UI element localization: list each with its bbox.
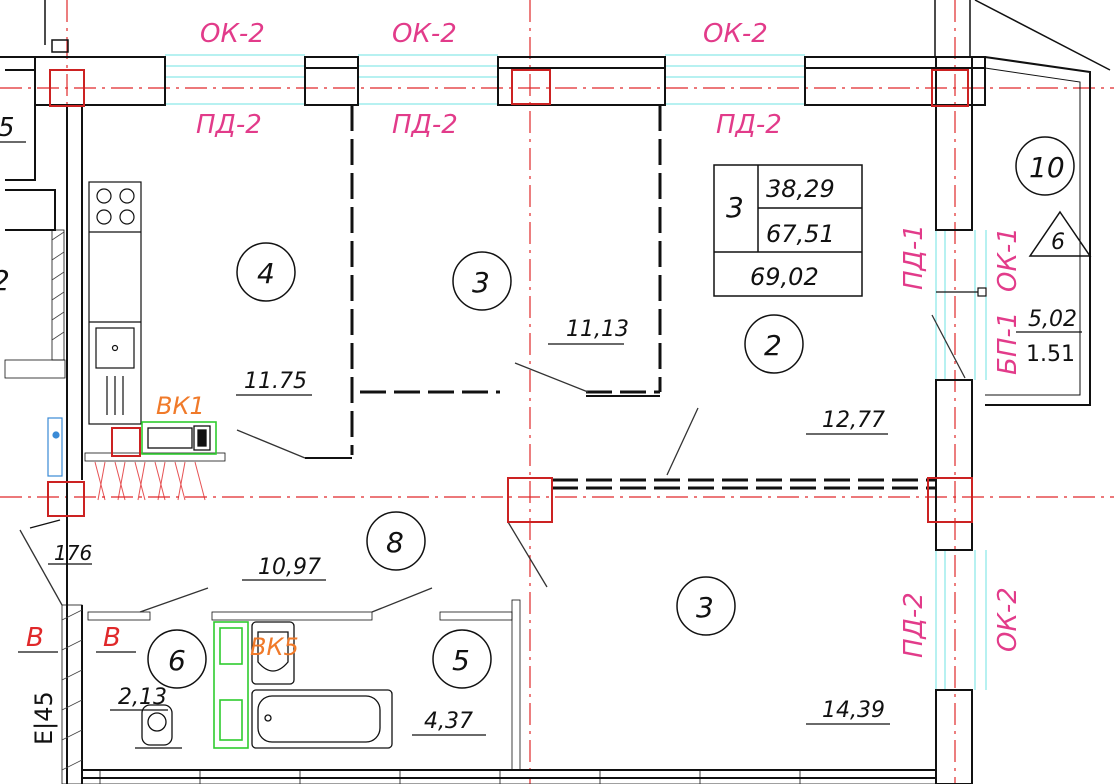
room-3-area: 11,13 xyxy=(566,317,629,342)
label-pd2-b: ПД-2 xyxy=(392,110,458,140)
bottom-strip xyxy=(81,769,937,784)
room-4-area: 11.75 xyxy=(244,369,307,394)
riser-bk5: ВК5 xyxy=(250,633,299,661)
table-total-area: 67,51 xyxy=(766,220,835,248)
partition-ends xyxy=(305,395,660,459)
room-markers xyxy=(147,136,1092,689)
opening-labels: ОК-2 ОК-2 ОК-2 ПД-2 ПД-2 ПД-2 ПД-1 ОК-1 … xyxy=(196,19,1023,658)
label-ok2-right: ОК-2 xyxy=(993,587,1023,652)
axis-label-v2: В xyxy=(103,623,121,653)
label-ok1: ОК-1 xyxy=(993,227,1023,292)
columns xyxy=(47,69,973,523)
room-10-area-bottom: 1.51 xyxy=(1026,342,1075,367)
room-3b-number: 3 xyxy=(696,591,714,624)
label-ok2-b: ОК-2 xyxy=(392,19,457,49)
label-bp1: БП-1 xyxy=(993,312,1023,375)
room-2-number: 2 xyxy=(764,329,782,362)
height-mark: 176 xyxy=(54,541,92,565)
room-8-number: 8 xyxy=(386,526,404,559)
heating-hatch xyxy=(94,461,206,501)
label-pd2-c: ПД-2 xyxy=(716,110,782,140)
riser-labels: ВК1 ВК5 xyxy=(156,392,299,661)
room-labels: 4 11.75 3 11,13 2 12,77 8 10,97 3 14,39 … xyxy=(0,113,1077,734)
top-marker xyxy=(44,0,1111,71)
room-5-area: 4,37 xyxy=(424,709,473,734)
room-10-tag: 6 xyxy=(1051,230,1065,255)
hatched-walls xyxy=(4,229,521,784)
room-5-number: 5 xyxy=(452,644,470,677)
summary-table: 3 38,29 67,51 69,02 xyxy=(713,164,863,297)
plumbing-fixtures xyxy=(141,421,249,749)
axis-label-v1: В xyxy=(26,623,44,653)
section-label: Е|45 xyxy=(30,691,58,745)
room-3-number: 3 xyxy=(472,266,490,299)
room-8-area: 10,97 xyxy=(258,555,321,580)
kitchen-counter xyxy=(88,181,142,425)
label-pd1: ПД-1 xyxy=(899,224,929,290)
table-rooms: 3 xyxy=(726,191,744,224)
room-6-number: 6 xyxy=(168,644,186,677)
room-2-area: 12,77 xyxy=(822,408,885,433)
misc-details xyxy=(29,287,987,529)
riser-bk1: ВК1 xyxy=(156,392,205,420)
room-area-underlines xyxy=(0,141,1082,736)
room-4-number: 4 xyxy=(257,257,275,290)
label-pd2-a: ПД-2 xyxy=(196,110,262,140)
misc-labels: 176 В В Е|45 xyxy=(26,541,121,745)
fixture-details xyxy=(135,425,393,749)
walls xyxy=(0,56,1091,784)
label-ok2-a: ОК-2 xyxy=(200,19,265,49)
label-pd2-right: ПД-2 xyxy=(899,592,929,658)
door-swings xyxy=(19,314,966,613)
neighbor-left-mid: 2 xyxy=(0,264,10,297)
label-ok2-c: ОК-2 xyxy=(703,19,768,49)
room-10-area-top: 5,02 xyxy=(1028,307,1077,332)
room-6-area: 2,13 xyxy=(118,685,167,710)
room-3b-area: 14,39 xyxy=(822,698,885,723)
table-living-area: 38,29 xyxy=(766,175,835,203)
window-glazing xyxy=(165,54,987,690)
room-10-number: 10 xyxy=(1029,151,1065,184)
partitions xyxy=(350,105,936,490)
table-total-balcony: 69,02 xyxy=(750,263,819,291)
neighbor-top-left: 5 xyxy=(0,113,15,143)
